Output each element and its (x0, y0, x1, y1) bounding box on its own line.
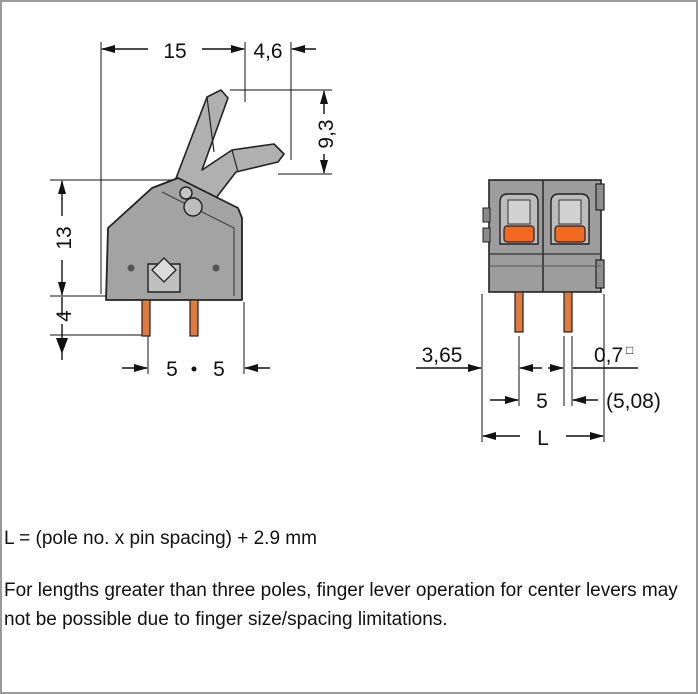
dim-13: 13 (53, 226, 76, 249)
actuator-left (503, 225, 535, 243)
side-view: 15 4,6 9,3 13 4 5 5 (50, 40, 338, 381)
side-pin-left (141, 299, 151, 337)
square-symbol: □ (626, 343, 633, 357)
dim-3-65: 3,65 (422, 344, 463, 367)
dim-length-L: L (537, 427, 549, 450)
dim-15: 15 (163, 40, 186, 63)
dim-9-3: 9,3 (315, 119, 338, 148)
dim-5-right: 5 (213, 358, 225, 381)
dim-5-left: 5 (166, 358, 178, 381)
front-view: 3,65 0,7 □ 5 (5,08) L (416, 179, 661, 450)
terminal-block-drawing: 15 4,6 9,3 13 4 5 5 (50, 40, 661, 450)
dim-4: 4 (53, 310, 76, 322)
dim-5-pitch: 5 (536, 390, 548, 413)
length-formula: L = (pole no. x pin spacing) + 2.9 mm (4, 528, 317, 549)
front-pin-left (514, 291, 524, 333)
lever-operation-note: For lengths greater than three poles, fi… (4, 580, 678, 630)
front-housing (482, 179, 605, 293)
actuator-right (554, 225, 586, 243)
side-lever (169, 89, 285, 199)
dim-5-08: (5,08) (606, 390, 661, 413)
front-pin-right (563, 291, 573, 333)
side-pin-right (189, 299, 199, 337)
dim-4-6: 4,6 (253, 40, 282, 63)
side-housing (105, 177, 243, 301)
dim-0-7: 0,7 (594, 344, 623, 367)
